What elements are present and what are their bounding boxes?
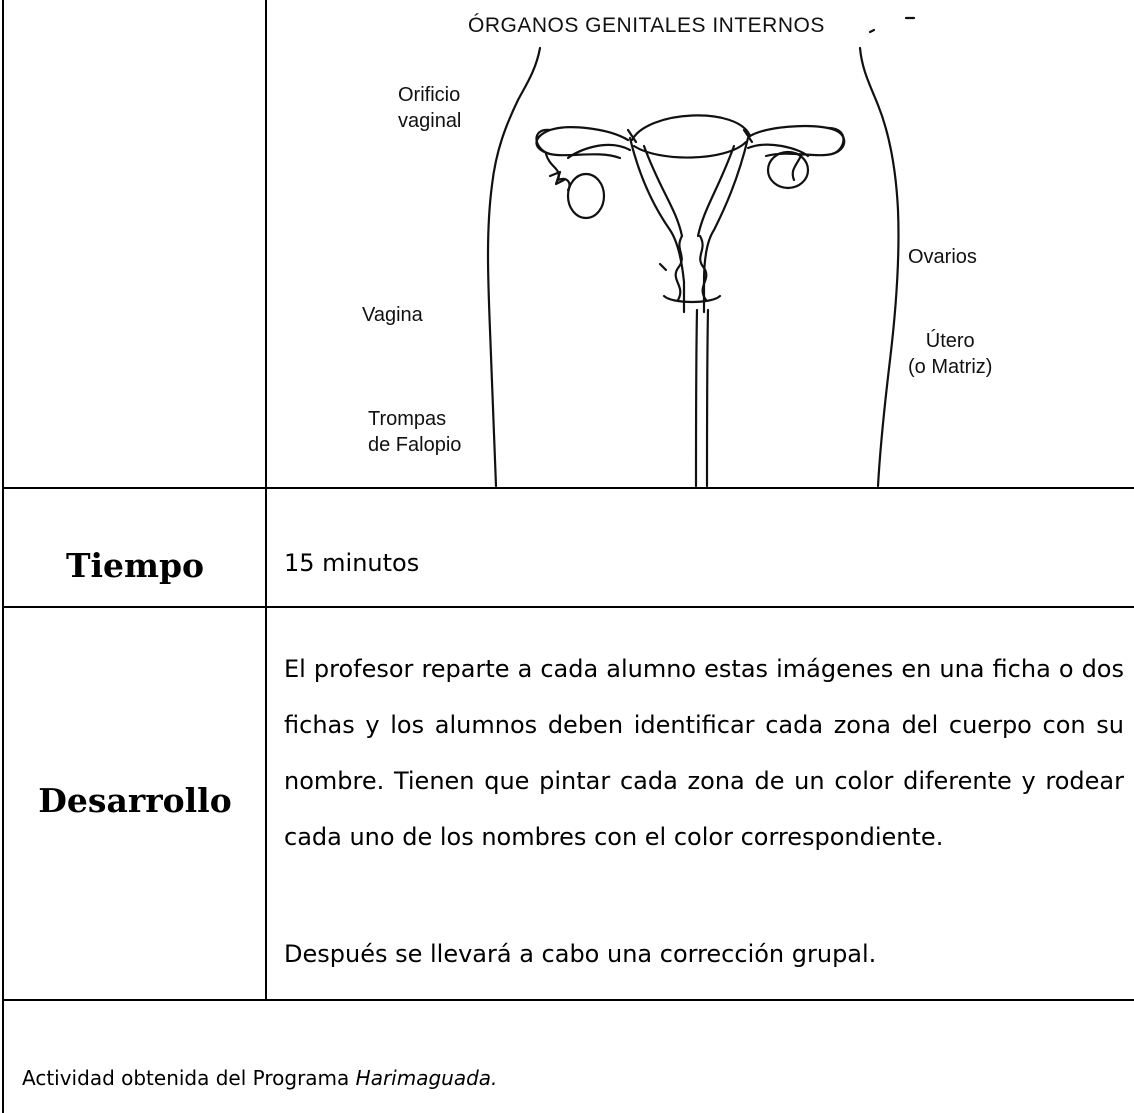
uterus-illustration [486,16,916,488]
label-utero: Útero (o Matriz) [908,328,992,380]
source-note: Actividad obtenida del Programa Harimagu… [22,1066,497,1090]
tiempo-value: 15 minutos [284,549,420,577]
source-program-name: Harimaguada. [355,1066,498,1090]
tiempo-label: Tiempo [65,546,205,585]
row-divider-3 [2,999,1134,1001]
desarrollo-paragraph-2: Después se llevará a cabo una corrección… [284,940,877,968]
diagram-title: ÓRGANOS GENITALES INTERNOS [468,14,825,37]
source-note-prefix: Actividad obtenida del Programa [22,1066,356,1090]
label-orificio-vaginal: Orificio vaginal [398,82,461,134]
desarrollo-label: Desarrollo [38,781,232,820]
label-orificio-line-1: Orificio [398,84,461,106]
label-utero-line-1: Útero [925,330,975,352]
label-utero-line-2: (o Matriz) [908,356,993,378]
row-divider-2 [2,606,1134,608]
label-trompas-line-2: de Falopio [368,434,462,456]
anatomy-diagram: ÓRGANOS GENITALES INTERNOS Orificio vagi… [268,0,1134,488]
table-border-left [2,0,4,1113]
column-divider [265,0,267,1000]
label-trompas-line-1: Trompas [368,408,447,430]
label-orificio-line-2: vaginal [398,110,462,132]
label-ovarios: Ovarios [908,246,977,268]
desarrollo-paragraph-1: El profesor reparte a cada alumno estas … [284,655,1124,851]
label-trompas-de-falopio: Trompas de Falopio [368,406,461,458]
row-divider-1 [2,487,1134,489]
label-vagina: Vagina [362,304,423,326]
